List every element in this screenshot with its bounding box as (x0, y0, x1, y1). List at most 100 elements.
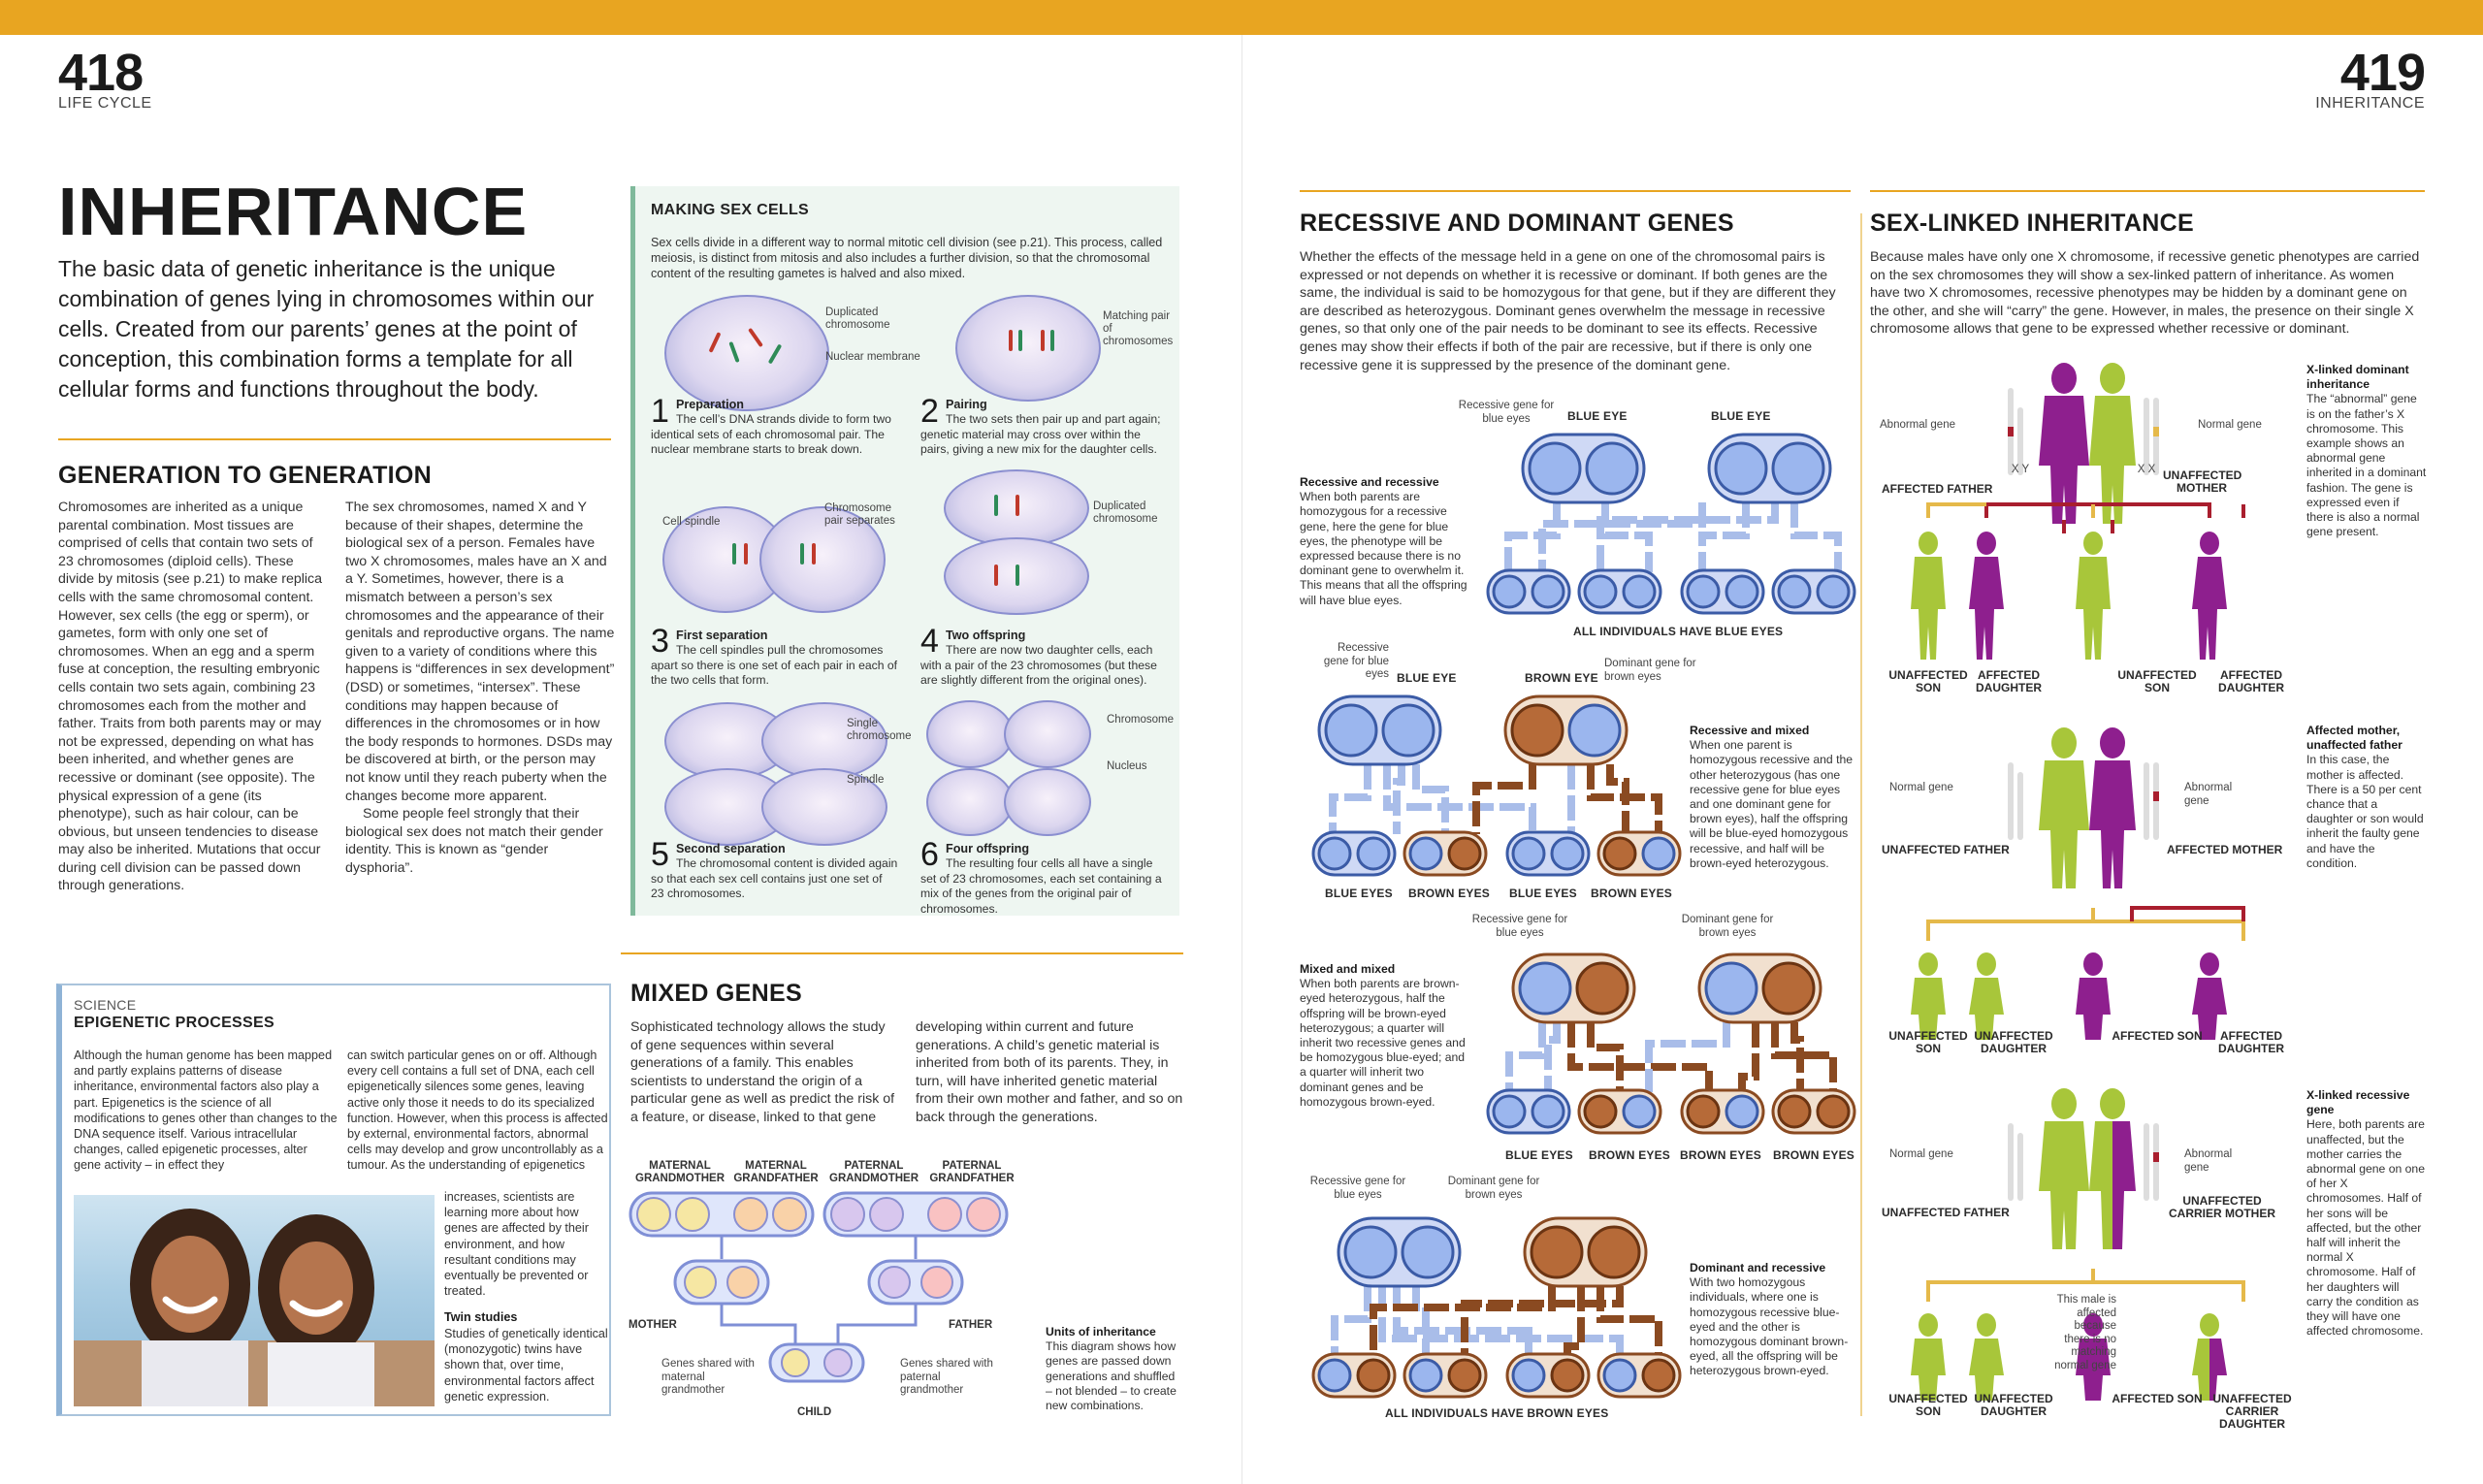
science-kicker: SCIENCE (74, 997, 137, 1013)
epigenetics-col2b: increases, scientists are learning more … (444, 1190, 589, 1299)
d4-side-text: With two homozygous individuals, where o… (1690, 1275, 1849, 1378)
page-title: INHERITANCE (58, 174, 529, 249)
d3-diagram (1486, 952, 1856, 1135)
d2-side-title: Recessive and mixed (1690, 724, 1810, 737)
d4-caption: ALL INDIVIDUALS HAVE BROWN EYES (1385, 1406, 1609, 1420)
f3-kid1: UNAFFECTED SON (1888, 1392, 1968, 1418)
f3-mother-label: UNAFFECTED CARRIER MOTHER (2169, 1194, 2275, 1220)
label-chromosome: Chromosome (1107, 714, 1175, 726)
d1-caption: ALL INDIVIDUALS HAVE BLUE EYES (1573, 625, 1784, 638)
d4-note1: Recessive gene for blue eyes (1309, 1176, 1406, 1201)
f1-xx: X X (2137, 464, 2156, 475)
cell-step6-a (926, 700, 1014, 768)
d3-caption2: BROWN EYES (1589, 1148, 1671, 1162)
f2-kid2: UNAFFECTED DAUGHTER (1974, 1029, 2053, 1055)
d2-caption3: BLUE EYES (1509, 887, 1577, 900)
step-6-number: 6 (920, 836, 939, 873)
label-duplicated: Duplicated chromosome (825, 306, 890, 331)
units-text: This diagram shows how genes are passed … (1046, 1339, 1177, 1413)
twin-studies-text: Studies of genetically identical (monozy… (444, 1327, 608, 1403)
chromosome-mark (1018, 330, 1022, 351)
f3-side: X-linked recessive gene Here, both paren… (2306, 1088, 2427, 1339)
step-5-text: The chromosomal content is divided again… (651, 856, 898, 900)
f2-father-label: UNAFFECTED FATHER (1882, 843, 2010, 856)
cell-step5-d (761, 768, 887, 846)
sexlinked-text: Because males have only one X chromosome… (1870, 249, 2420, 338)
label-duplicated-2: Duplicated chromosome (1093, 500, 1158, 525)
epigenetics-box: SCIENCE EPIGENETIC PROCESSES Although th… (56, 984, 611, 1416)
f2-side-title: Affected mother, unaffected father (2306, 724, 2402, 753)
top-accent-bar (0, 0, 2483, 35)
f1-side-title: X-linked dominant inheritance (2306, 363, 2409, 392)
d4-diagram (1311, 1216, 1682, 1399)
d3-side: Mixed and mixed When both parents are br… (1300, 962, 1472, 1110)
d1-diagram (1486, 433, 1856, 615)
f1-kid4: AFFECTED DAUGHTER (2218, 668, 2284, 694)
section-rule (58, 438, 611, 440)
cell-step6-b (1004, 700, 1091, 768)
f2-side: Affected mother, unaffected father In th… (2306, 724, 2427, 871)
d4-side-title: Dominant and recessive (1690, 1261, 1826, 1274)
step-5-title: Second separation (676, 842, 786, 855)
epigenetics-col1: Although the human genome has been mappe… (74, 1048, 338, 1173)
making-sex-cells-text: Sex cells divide in a different way to n… (651, 236, 1163, 280)
left-page-number: 418 (58, 44, 144, 102)
f3-father-label: UNAFFECTED FATHER (1882, 1206, 2010, 1219)
chromosome-mark (1050, 330, 1054, 351)
recessive-heading: RECESSIVE AND DOMINANT GENES (1300, 210, 1734, 237)
mixed-genes-tree (629, 1191, 1009, 1383)
d1-parent1-label: BLUE EYE (1567, 409, 1628, 423)
epigenetics-title: EPIGENETIC PROCESSES (74, 1015, 274, 1031)
f1-father-label: AFFECTED FATHER (1882, 482, 1993, 496)
d3-note2: Dominant gene for brown eyes (1681, 914, 1774, 939)
label-paternal-grandfather: PATERNAL GRANDFATHER (929, 1160, 1015, 1184)
chromosome-mark (1009, 330, 1013, 351)
step-1-title: Preparation (676, 398, 744, 411)
chromosome-mark (1016, 565, 1019, 586)
step-4-title: Two offspring (946, 629, 1026, 642)
d2-parent2-label: BROWN EYE (1525, 671, 1598, 685)
sexlinked-heading: SEX-LINKED INHERITANCE (1870, 210, 2194, 237)
f3-kid2: UNAFFECTED DAUGHTER (1974, 1392, 2053, 1418)
twins-photo-illustration (74, 1209, 435, 1406)
making-sex-cells-box: MAKING SEX CELLS Sex cells divide in a d… (630, 186, 1179, 916)
d2-side: Recessive and mixed When one parent is h… (1690, 724, 1853, 871)
f2-mother-label: AFFECTED MOTHER (2167, 843, 2283, 856)
left-section-label: LIFE CYCLE (58, 95, 152, 112)
f1-side: X-linked dominant inheritance The “abnor… (2306, 363, 2427, 539)
f1-kid3: UNAFFECTED SON (2117, 668, 2197, 694)
family-2-diagram (1911, 727, 2245, 1040)
label-child: CHILD (797, 1406, 832, 1418)
d1-side-text: When both parents are homozygous for a r… (1300, 490, 1467, 607)
units-title: Units of inheritance (1046, 1325, 1156, 1339)
d3-side-text: When both parents are brown-eyed heteroz… (1300, 977, 1466, 1109)
d4-side: Dominant and recessive With two homozygo… (1690, 1261, 1853, 1379)
d2-diagram (1311, 694, 1682, 877)
f1-kid1: UNAFFECTED SON (1888, 668, 1968, 694)
making-sex-cells-title: MAKING SEX CELLS (651, 202, 810, 218)
f1-xy: X Y (2011, 464, 2030, 475)
step-6-title: Four offspring (946, 842, 1030, 855)
label-mother: MOTHER (629, 1319, 677, 1331)
mixed-genes-col2: developing within current and future gen… (916, 1019, 1183, 1125)
d1-side-title: Recessive and recessive (1300, 475, 1439, 489)
f3-side-title: X-linked recessive gene (2306, 1088, 2410, 1117)
step-3-title: First separation (676, 629, 768, 642)
chromosome-mark (1016, 495, 1019, 516)
cell-step1 (664, 295, 829, 411)
family-1-diagram (1911, 363, 2245, 660)
d4-note2: Dominant gene for brown eyes (1447, 1176, 1540, 1201)
d2-side-text: When one parent is homozygous recessive … (1690, 738, 1854, 870)
chromosome-mark (732, 543, 736, 565)
cell-step3-right (759, 506, 886, 613)
section-rule-sexlinked (1870, 190, 2425, 192)
cell-step6-d (1004, 768, 1091, 836)
step-4-number: 4 (920, 623, 939, 660)
label-matching: Matching pair of chromosomes (1103, 310, 1174, 347)
label-maternal-grandfather: MATERNAL GRANDFATHER (733, 1160, 819, 1184)
chromosome-mark (744, 543, 748, 565)
f1-side-text: The “abnormal” gene is on the father’s X… (2306, 392, 2427, 539)
generation-col1: Chromosomes are inherited as a unique pa… (58, 499, 328, 895)
step-3-text: The cell spindles pull the chromosomes a… (651, 643, 898, 687)
step-2-number: 2 (920, 393, 939, 430)
